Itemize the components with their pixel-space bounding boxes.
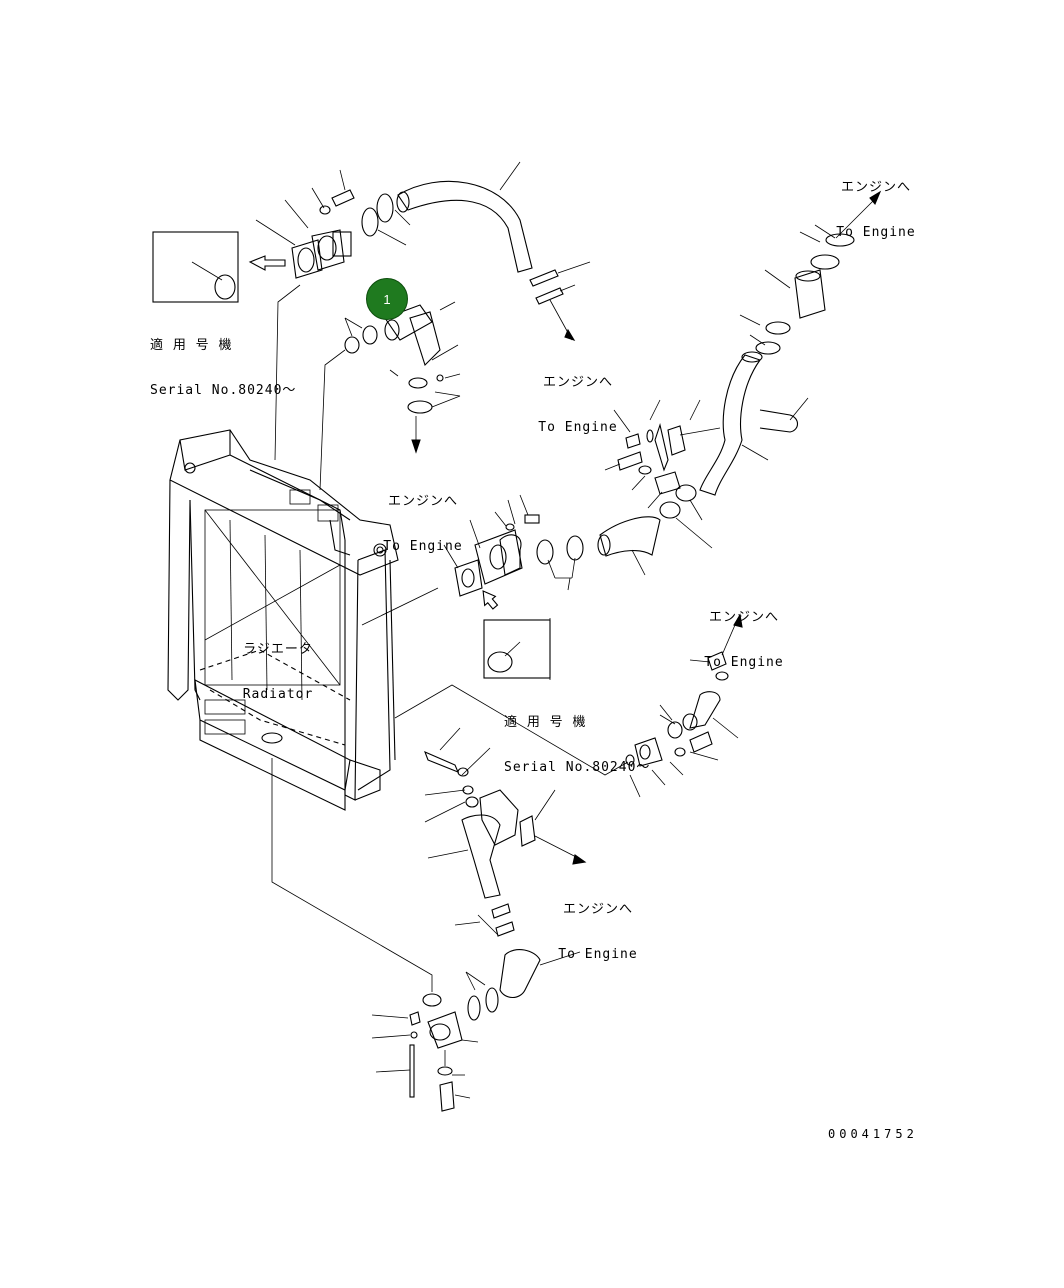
to-engine-bottom-label: エンジンへ To Engine <box>558 872 638 977</box>
to-engine-en: To Engine <box>383 539 463 554</box>
to-engine-jp: エンジンへ <box>562 902 633 917</box>
callout-1-button[interactable]: 1 <box>366 278 408 320</box>
radiator-label: ラジエータ Radiator <box>240 612 316 717</box>
serial-jp: 適 用 号 機 <box>504 715 587 730</box>
right-middle-hose-group <box>394 613 743 798</box>
upper-middle-hose-group <box>274 284 461 491</box>
to-engine-right-mid-label: エンジンへ To Engine <box>704 580 784 685</box>
radiator-en: Radiator <box>242 687 314 702</box>
right-upper-hose-group <box>604 190 882 509</box>
radiator-assembly <box>167 429 399 811</box>
to-engine-left-label: エンジンへ To Engine <box>383 464 463 569</box>
middle-hose-group <box>361 484 713 680</box>
to-engine-jp: エンジンへ <box>840 180 911 195</box>
to-engine-en: To Engine <box>704 655 784 670</box>
serial-jp: 適 用 号 機 <box>150 338 233 353</box>
serial-left-label: 適 用 号 機 Serial No.80240～ <box>150 308 296 413</box>
drawing-number: 00041752 <box>828 1127 918 1141</box>
serial-mid-label: 適 用 号 機 Serial No.80240～ <box>504 685 650 790</box>
to-engine-top-mid-label: エンジンへ To Engine <box>538 345 618 450</box>
upper-hose-group <box>152 161 591 341</box>
serial-en: Serial No.80240～ <box>504 760 651 775</box>
to-engine-top-right-label: エンジンへ To Engine <box>836 150 916 255</box>
serial-en: Serial No.80240～ <box>150 383 297 398</box>
to-engine-jp: エンジンへ <box>542 375 613 390</box>
to-engine-en: To Engine <box>538 420 618 435</box>
to-engine-jp: エンジンへ <box>708 610 779 625</box>
to-engine-en: To Engine <box>558 947 638 962</box>
to-engine-en: To Engine <box>836 225 916 240</box>
to-engine-jp: エンジンへ <box>387 494 458 509</box>
radiator-jp: ラジエータ <box>243 642 313 657</box>
lower-hose-group <box>271 727 587 1112</box>
